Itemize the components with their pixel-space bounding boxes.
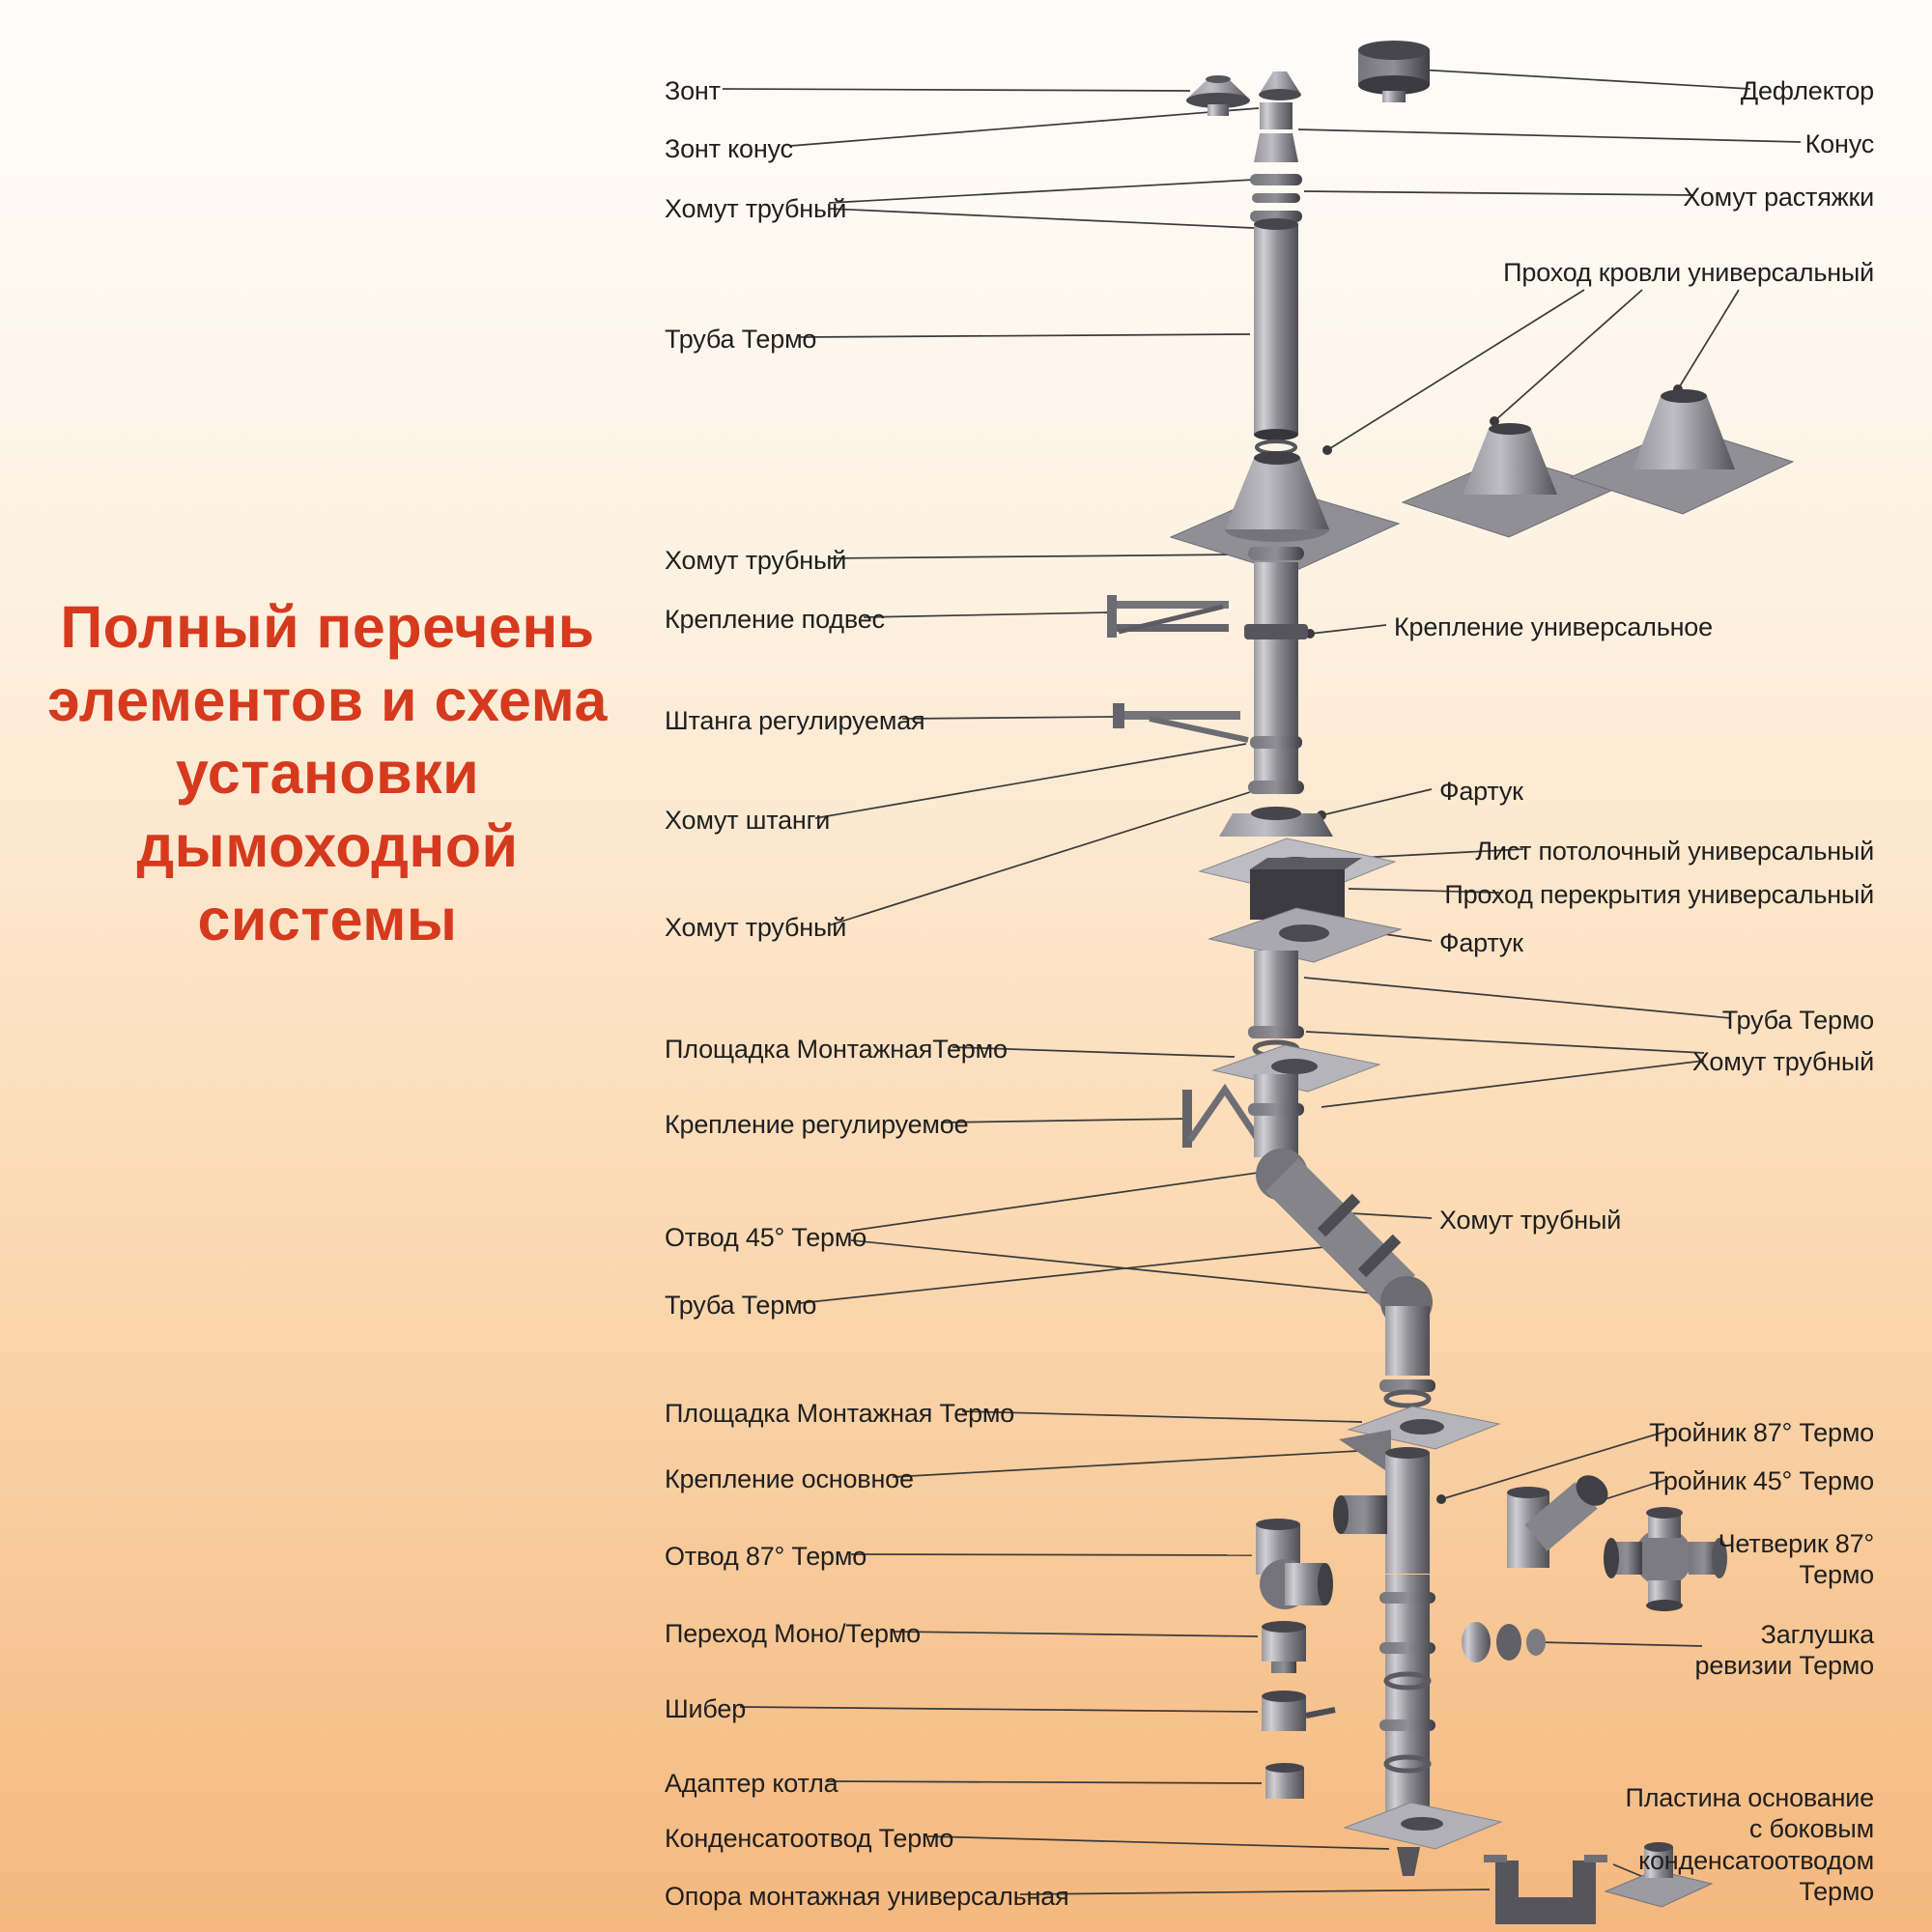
label-prokhod-perekrytiya: Проход перекрытия универсальный (1444, 880, 1874, 909)
label-kreplenie-universalnoe: Крепление универсальное (1394, 612, 1713, 641)
part-pipe-before-elbow (1248, 1074, 1304, 1157)
part-prokhod-krovli-3 (1569, 389, 1795, 515)
part-troinik-87 (1333, 1447, 1430, 1574)
label-opora-montazhnaya: Опора монтажная универсальная (665, 1882, 1069, 1911)
part-bottom-plate (1343, 1802, 1503, 1850)
part-zont-konus (1259, 71, 1301, 100)
label-kreplenie-reguliruemoe: Крепление регулируемое (665, 1110, 969, 1139)
label-konus: Конус (1804, 129, 1875, 158)
label-kreplenie-podves: Крепление подвес (665, 605, 885, 634)
part-shtanga-reguliruemaya (1113, 703, 1249, 743)
part-shiber (1262, 1690, 1336, 1731)
part-otvod-87 (1256, 1519, 1333, 1609)
part-truba-termo-below-ceiling (1248, 951, 1304, 1059)
label-fartuk-1: Фартук (1439, 777, 1523, 806)
part-adapter-kotla (1265, 1763, 1304, 1799)
part-plastina-osnovanie (1604, 1842, 1714, 1908)
part-pipe-top-and-konus (1250, 102, 1302, 222)
part-khomut-ceiling (1248, 781, 1304, 794)
part-pipe-bottom (1379, 1575, 1435, 1811)
part-chetverik-87 (1604, 1507, 1727, 1611)
part-troinik-45 (1507, 1475, 1608, 1568)
leader-lines (722, 69, 1802, 1895)
part-fartuk-2 (1208, 907, 1403, 963)
part-ploshchadka-montazhnaya-1 (1211, 1044, 1381, 1093)
label-khomut-trubnyi-right-1: Хомут трубный (1691, 1047, 1874, 1076)
label-ploshchadka-montazhnaya-1: Площадка МонтажнаяТермо (665, 1035, 1008, 1064)
label-khomut-shtangi: Хомут штанги (665, 806, 831, 835)
label-khomut-trubnyi-ceiling: Хомут трубный (665, 913, 847, 942)
part-truba-termo-upper (1254, 218, 1298, 455)
title-line-4: дымоходной (136, 812, 519, 879)
part-pipe-after-elbow (1379, 1306, 1435, 1408)
label-khomut-trubnyi-right-2: Хомут трубный (1439, 1206, 1622, 1235)
label-zont: Зонт (665, 76, 721, 105)
label-prokhod-krovli: Проход кровли универсальный (1503, 258, 1874, 287)
label-plastina-osnovanie: Пластина основание с боковым конденсатоо… (1625, 1783, 1875, 1907)
title-line-5: системы (197, 886, 458, 952)
title-line-1: Полный перечень (60, 594, 595, 660)
part-khomut-shtangi (1250, 736, 1302, 749)
part-deflector (1358, 41, 1430, 102)
label-list-potolochny: Лист потолочный универсальный (1475, 837, 1874, 866)
title-line-3: установки (175, 740, 480, 807)
page-title: Полный перечень элементов и схема устано… (35, 591, 620, 956)
part-kondensatootvod (1397, 1847, 1420, 1876)
part-zaglushka-revizii (1462, 1622, 1546, 1662)
label-khomut-trubnyi-mid: Хомут трубный (665, 546, 847, 575)
label-fartuk-2: Фартук (1439, 928, 1523, 957)
label-khomut-rastyazhki: Хомут растяжки (1683, 183, 1874, 212)
leader-dots (1305, 384, 1703, 1560)
part-opora-montazhnaya (1484, 1855, 1607, 1924)
part-zont (1186, 75, 1250, 116)
part-perekhod-mono-termo (1262, 1621, 1306, 1673)
part-truba-termo-mid (1244, 562, 1308, 794)
part-fartuk-1 (1219, 807, 1333, 837)
part-prokhod-krovli-2 (1401, 423, 1617, 538)
label-shiber: Шибер (665, 1694, 747, 1723)
label-shtanga-reguliruemaya: Штанга регулируемая (665, 706, 925, 735)
label-zont-konus: Зонт конус (665, 134, 793, 163)
part-prokhod-krovli-1 (1169, 451, 1401, 575)
label-truba-termo-lower: Труба Термо (665, 1291, 817, 1320)
label-troinik-87-termo: Тройник 87° Термо (1649, 1418, 1874, 1447)
part-ploshchadka-montazhnaya-2 (1347, 1406, 1501, 1450)
label-otvod-87-termo: Отвод 87° Термо (665, 1542, 867, 1571)
part-khomut-mid (1248, 547, 1304, 560)
label-truba-termo-upper: Труба Термо (665, 325, 817, 354)
label-ploshchadka-montazhnaya-2: Площадка Монтажная Термо (665, 1399, 1015, 1428)
label-truba-termo-right: Труба Термо (1721, 1006, 1874, 1035)
label-troinik-45-termo: Тройник 45° Термо (1649, 1466, 1874, 1495)
label-chetverik-87-termo: Четверик 87° Термо (1718, 1529, 1875, 1590)
part-kreplenie-osnovnoe (1339, 1430, 1391, 1474)
label-kondensatootvod-termo: Конденсатоотвод Термо (665, 1824, 954, 1853)
label-perekhod-mono-termo: Переход Моно/Термо (665, 1619, 921, 1648)
label-kreplenie-osnovnoe: Крепление основное (665, 1464, 914, 1493)
label-adapter-kotla: Адаптер котла (665, 1769, 838, 1798)
label-khomut-trubnyi-top: Хомут трубный (665, 194, 847, 223)
title-line-2: элементов и схема (47, 667, 608, 733)
label-zaglushka-revizii: Заглушка ревизии Термо (1694, 1620, 1875, 1681)
part-kreplenie-podves (1107, 595, 1229, 638)
label-deflektor: Дефлектор (1740, 76, 1874, 105)
label-otvod-45-termo: Отвод 45° Термо (665, 1223, 867, 1252)
part-otvod-45-section (1256, 1149, 1433, 1328)
